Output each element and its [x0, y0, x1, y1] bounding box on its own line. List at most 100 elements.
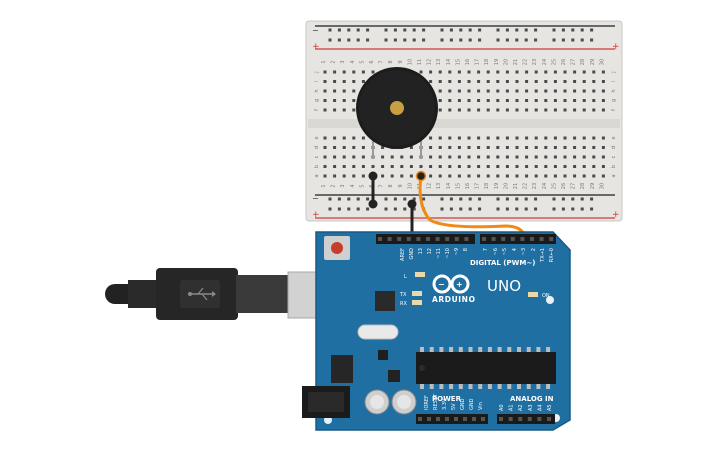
breadboard-hole[interactable] [505, 174, 509, 178]
breadboard-hole[interactable] [515, 155, 519, 159]
breadboard-hole[interactable] [323, 165, 327, 168]
header-pin-hole[interactable] [436, 417, 440, 421]
breadboard-hole[interactable] [352, 99, 356, 102]
breadboard-hole[interactable] [438, 136, 442, 140]
breadboard-hole[interactable] [477, 108, 481, 112]
breadboard-hole[interactable] [496, 155, 500, 159]
breadboard-hole[interactable] [544, 70, 548, 74]
breadboard-hole[interactable] [553, 89, 557, 93]
header-pin-hole[interactable] [482, 237, 486, 241]
breadboard-hole[interactable] [390, 174, 394, 178]
rail-hole[interactable] [552, 197, 556, 201]
breadboard-hole[interactable] [448, 146, 452, 149]
breadboard-hole[interactable] [592, 108, 596, 112]
rail-hole[interactable] [356, 207, 360, 211]
wire-endpoint[interactable] [368, 171, 378, 181]
rail-hole[interactable] [524, 28, 528, 32]
digital-header-right[interactable] [480, 234, 556, 244]
header-pin-hole[interactable] [501, 237, 506, 241]
breadboard-hole[interactable] [525, 108, 529, 112]
wire-endpoint[interactable] [415, 170, 427, 182]
header-pin-hole[interactable] [499, 417, 503, 421]
breadboard-hole[interactable] [333, 99, 337, 102]
breadboard-hole[interactable] [534, 146, 538, 149]
breadboard-hole[interactable] [361, 80, 365, 83]
breadboard-hole[interactable] [544, 136, 548, 140]
breadboard-hole[interactable] [592, 165, 596, 168]
breadboard-hole[interactable] [390, 155, 394, 159]
breadboard-hole[interactable] [515, 165, 519, 168]
breadboard-hole[interactable] [496, 108, 500, 112]
breadboard-hole[interactable] [601, 136, 605, 140]
breadboard-hole[interactable] [400, 174, 404, 178]
breadboard-hole[interactable] [486, 99, 490, 102]
breadboard-hole[interactable] [352, 165, 356, 168]
rail-hole[interactable] [515, 207, 519, 211]
breadboard-hole[interactable] [467, 99, 471, 102]
breadboard-hole[interactable] [592, 155, 596, 159]
rail-hole[interactable] [337, 207, 341, 211]
header-pin-hole[interactable] [549, 237, 554, 241]
header-pin-hole[interactable] [547, 417, 551, 421]
rail-hole[interactable] [534, 207, 538, 211]
breadboard-hole[interactable] [544, 165, 548, 168]
breadboard-hole[interactable] [477, 174, 481, 178]
breadboard-hole[interactable] [582, 165, 586, 168]
header-pin-hole[interactable] [427, 417, 431, 421]
rail-hole[interactable] [571, 207, 575, 211]
rail-hole[interactable] [328, 207, 332, 211]
rail-hole[interactable] [356, 197, 360, 201]
breadboard-hole[interactable] [601, 155, 605, 159]
breadboard-hole[interactable] [390, 165, 394, 168]
rail-hole[interactable] [347, 38, 351, 42]
rail-hole[interactable] [478, 207, 482, 211]
header-pin-hole[interactable] [445, 417, 449, 421]
breadboard-hole[interactable] [563, 99, 567, 102]
breadboard-hole[interactable] [496, 146, 500, 149]
rail-hole[interactable] [478, 38, 482, 42]
breadboard-hole[interactable] [573, 146, 577, 149]
breadboard-hole[interactable] [361, 155, 365, 159]
breadboard-hole[interactable] [544, 174, 548, 178]
rail-hole[interactable] [440, 207, 444, 211]
breadboard-hole[interactable] [573, 155, 577, 159]
breadboard-hole[interactable] [457, 155, 461, 159]
breadboard-hole[interactable] [496, 174, 500, 178]
breadboard-hole[interactable] [505, 99, 509, 102]
header-pin-hole[interactable] [464, 237, 469, 241]
breadboard-hole[interactable] [544, 108, 548, 112]
breadboard-hole[interactable] [505, 146, 509, 149]
header-holes[interactable] [378, 237, 554, 421]
breadboard-hole[interactable] [323, 99, 327, 102]
breadboard-hole[interactable] [525, 155, 529, 159]
rail-hole[interactable] [328, 28, 332, 32]
breadboard-hole[interactable] [333, 70, 337, 74]
rail-hole[interactable] [440, 38, 444, 42]
breadboard-hole[interactable] [371, 165, 375, 168]
breadboard-hole[interactable] [352, 89, 356, 93]
rail-hole[interactable] [384, 38, 388, 42]
breadboard-hole[interactable] [486, 89, 490, 93]
rail-hole[interactable] [496, 197, 500, 201]
header-pin-hole[interactable] [520, 237, 525, 241]
rail-hole[interactable] [552, 38, 556, 42]
breadboard-hole[interactable] [592, 174, 596, 178]
breadboard-hole[interactable] [592, 136, 596, 140]
header-pin-hole[interactable] [539, 237, 544, 241]
breadboard-hole[interactable] [601, 146, 605, 149]
rail-hole[interactable] [571, 38, 575, 42]
breadboard-hole[interactable] [563, 174, 567, 178]
breadboard-hole[interactable] [438, 146, 442, 149]
breadboard-hole[interactable] [342, 108, 346, 112]
breadboard-hole[interactable] [477, 99, 481, 102]
breadboard-hole[interactable] [361, 165, 365, 168]
breadboard-hole[interactable] [438, 80, 442, 83]
breadboard-hole[interactable] [467, 165, 471, 168]
breadboard-hole[interactable] [592, 80, 596, 83]
breadboard-hole[interactable] [381, 174, 385, 178]
breadboard-hole[interactable] [333, 174, 337, 178]
breadboard-hole[interactable] [534, 155, 538, 159]
rail-hole[interactable] [580, 28, 584, 32]
breadboard-hole[interactable] [409, 146, 413, 149]
